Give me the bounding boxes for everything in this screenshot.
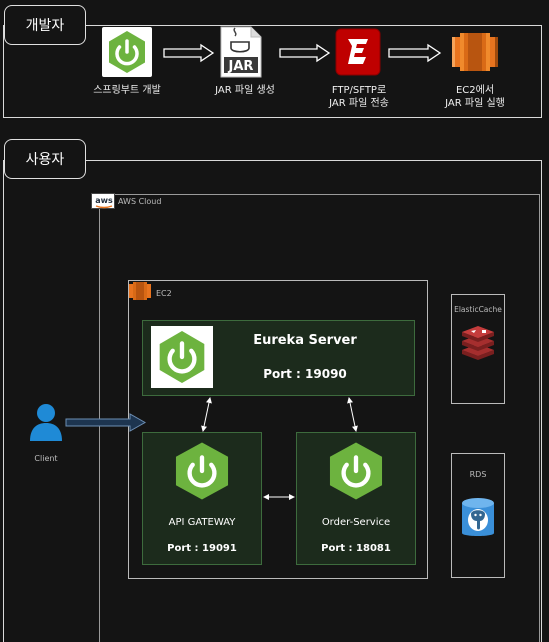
rds-label: RDS <box>469 470 487 479</box>
jar-file-icon: JAR <box>220 26 262 78</box>
elasticache-box <box>451 294 505 404</box>
spring-boot-icon <box>151 326 213 388</box>
arrow-right-icon <box>388 43 442 63</box>
order-eureka-link <box>347 397 358 432</box>
redis-icon <box>459 326 497 360</box>
user-section <box>3 160 542 642</box>
filezilla-icon <box>335 28 381 76</box>
spring-boot-icon <box>169 440 235 502</box>
aws-logo: aws <box>91 193 115 209</box>
gateway-eureka-link <box>201 397 212 432</box>
client-label: Client <box>34 454 58 463</box>
ec2-icon <box>450 27 500 77</box>
user-tag: 사용자 <box>4 139 86 179</box>
aws-logo-text: aws <box>95 196 113 205</box>
ec2-group-boundary <box>128 280 428 579</box>
eureka-title: Eureka Server <box>253 333 357 348</box>
ec2-group-label: EC2 <box>156 289 172 298</box>
step-caption-ftp: FTP/SFTP로 JAR 파일 전송 <box>329 85 389 109</box>
spring-boot-icon <box>323 440 389 502</box>
developer-section <box>3 25 542 118</box>
spring-boot-icon <box>102 27 152 77</box>
developer-tag: 개발자 <box>4 5 86 45</box>
order-port: Port : 18081 <box>321 543 391 554</box>
order-title: Order-Service <box>321 517 391 528</box>
gateway-title: API GATEWAY <box>168 517 236 528</box>
step-caption-ec2: EC2에서 JAR 파일 실행 <box>445 85 505 109</box>
arrow-right-icon <box>279 43 331 63</box>
step-caption-jar: JAR 파일 생성 <box>215 85 275 96</box>
aws-cloud-label: AWS Cloud <box>118 197 162 206</box>
step-caption-spring: 스프링부트 개발 <box>93 85 161 96</box>
aws-cloud-boundary <box>99 194 540 642</box>
arrow-right-icon <box>163 43 215 63</box>
postgresql-icon <box>460 497 496 541</box>
elasticache-label: ElasticCache <box>454 305 502 314</box>
jar-icon-label: JAR <box>228 59 254 74</box>
client-gateway-arrow <box>65 413 147 432</box>
eureka-port: Port : 19090 <box>263 367 347 381</box>
ec2-group-icon <box>128 280 152 302</box>
gateway-port: Port : 19091 <box>167 543 237 554</box>
rds-box <box>451 453 505 578</box>
client-user-icon <box>28 402 64 442</box>
